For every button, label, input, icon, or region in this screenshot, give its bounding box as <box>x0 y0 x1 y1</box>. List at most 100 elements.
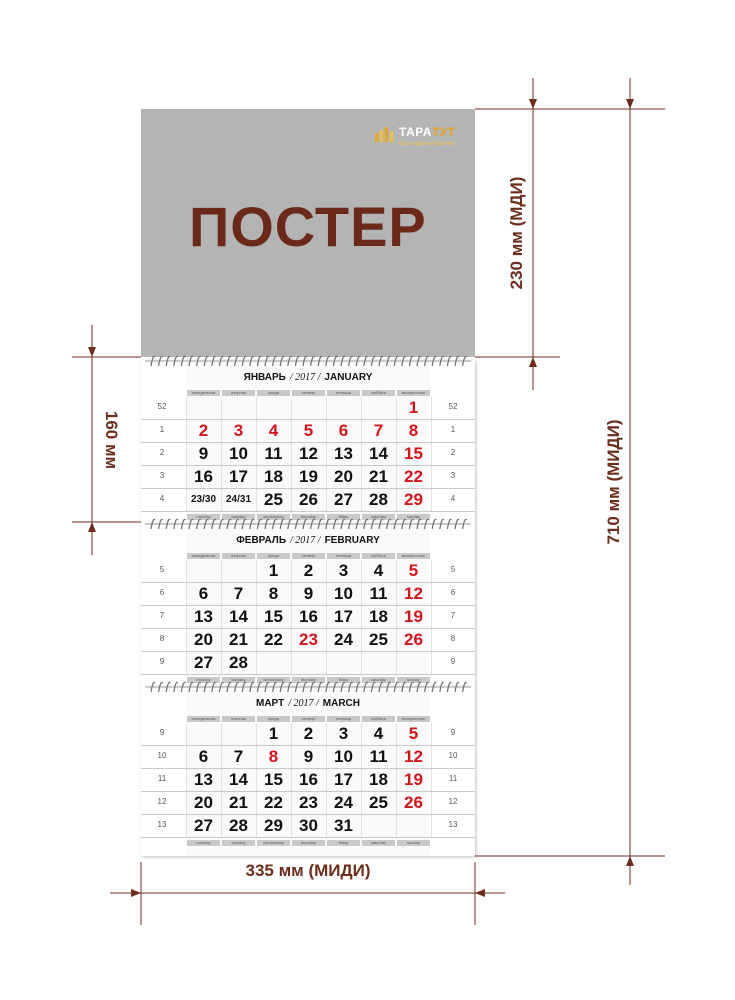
cell-divider <box>396 560 397 582</box>
day-cell: 18 <box>369 607 388 626</box>
cell-divider <box>221 769 222 791</box>
day-cell: 8 <box>408 421 419 440</box>
cell-divider <box>431 489 432 511</box>
cell-divider <box>326 583 327 605</box>
month-year: / 2017 / <box>290 535 321 546</box>
day-cell: 27 <box>334 490 353 509</box>
brand-logo: ТАРАТУТ Ваш надёжный партнёр <box>375 124 467 154</box>
cell-divider <box>291 466 292 488</box>
cell-divider <box>186 560 187 582</box>
day-cell: 26 <box>404 630 423 649</box>
cell-divider <box>291 652 292 674</box>
cell-divider <box>396 583 397 605</box>
weekday-label: воскресенье <box>397 716 430 722</box>
weekday-label: вторник <box>222 716 255 722</box>
week-number-right: 10 <box>448 751 458 760</box>
cell-divider <box>221 652 222 674</box>
wire-binding <box>145 681 471 693</box>
cell-divider <box>221 723 222 745</box>
cell-divider <box>186 443 187 465</box>
weekday-label: четверг <box>292 553 325 559</box>
day-cell: 15 <box>404 444 423 463</box>
cell-divider <box>396 443 397 465</box>
day-cell: 2 <box>303 561 314 580</box>
cell-divider <box>326 489 327 511</box>
cell-divider <box>396 420 397 442</box>
cell-divider <box>431 746 432 768</box>
month-name-ru: МАРТ <box>256 698 285 709</box>
day-cell: 7 <box>233 747 244 766</box>
day-cell: 28 <box>229 653 248 672</box>
weekday-label: thursday <box>292 840 325 846</box>
cell-divider <box>256 397 257 419</box>
day-cell: 4 <box>268 421 279 440</box>
weekday-label: пятница <box>327 553 360 559</box>
day-cell: 8 <box>268 584 279 603</box>
cell-divider <box>221 746 222 768</box>
week-number-left: 5 <box>159 565 165 574</box>
weekday-label: sunday <box>397 677 430 683</box>
cell-divider <box>431 792 432 814</box>
day-cell: 5 <box>303 421 314 440</box>
cell-divider <box>396 466 397 488</box>
day-cell: 12 <box>299 444 318 463</box>
day-cell: 25 <box>264 490 283 509</box>
cell-divider <box>361 489 362 511</box>
cell-divider <box>326 815 327 837</box>
day-cell: 25 <box>369 630 388 649</box>
cell-divider <box>256 815 257 837</box>
day-cell: 28 <box>229 816 248 835</box>
day-cell: 17 <box>334 607 353 626</box>
poster-area: ТАРАТУТ Ваш надёжный партнёр ПОСТЕР <box>141 109 475 357</box>
cell-divider <box>291 420 292 442</box>
week-number-right: 7 <box>450 611 456 620</box>
day-cell: 10 <box>229 444 248 463</box>
day-cell: 16 <box>194 467 213 486</box>
cell-divider <box>186 606 187 628</box>
cell-divider <box>186 466 187 488</box>
cell-divider <box>361 466 362 488</box>
cell-divider <box>256 489 257 511</box>
cell-divider <box>186 792 187 814</box>
day-cell: 27 <box>194 816 213 835</box>
cell-divider <box>291 769 292 791</box>
cell-divider <box>291 560 292 582</box>
cell-divider <box>361 769 362 791</box>
day-cell: 3 <box>338 561 349 580</box>
cell-divider <box>361 746 362 768</box>
cell-divider <box>326 746 327 768</box>
cell-divider <box>361 652 362 674</box>
dim-label-total-height: 710 мм (МИДИ) <box>604 420 623 545</box>
cell-divider <box>361 629 362 651</box>
day-cell: 10 <box>334 747 353 766</box>
logo-bars-icon <box>375 126 395 142</box>
day-cell: 12 <box>404 584 423 603</box>
cell-divider <box>221 792 222 814</box>
weekday-label: четверг <box>292 716 325 722</box>
cell-divider <box>361 560 362 582</box>
weekday-label: вторник <box>222 553 255 559</box>
day-cell: 23/30 <box>190 494 217 505</box>
cell-divider <box>431 443 432 465</box>
weekday-label: понедельник <box>187 716 220 722</box>
week-number-left: 9 <box>159 657 165 666</box>
cell-divider <box>186 746 187 768</box>
day-cell: 22 <box>264 793 283 812</box>
day-cell: 7 <box>233 584 244 603</box>
day-cell: 1 <box>268 561 279 580</box>
cell-divider <box>186 397 187 419</box>
day-cell: 23 <box>299 793 318 812</box>
wire-binding <box>145 518 471 530</box>
cell-divider <box>361 443 362 465</box>
day-cell: 13 <box>194 770 213 789</box>
cell-divider <box>326 792 327 814</box>
